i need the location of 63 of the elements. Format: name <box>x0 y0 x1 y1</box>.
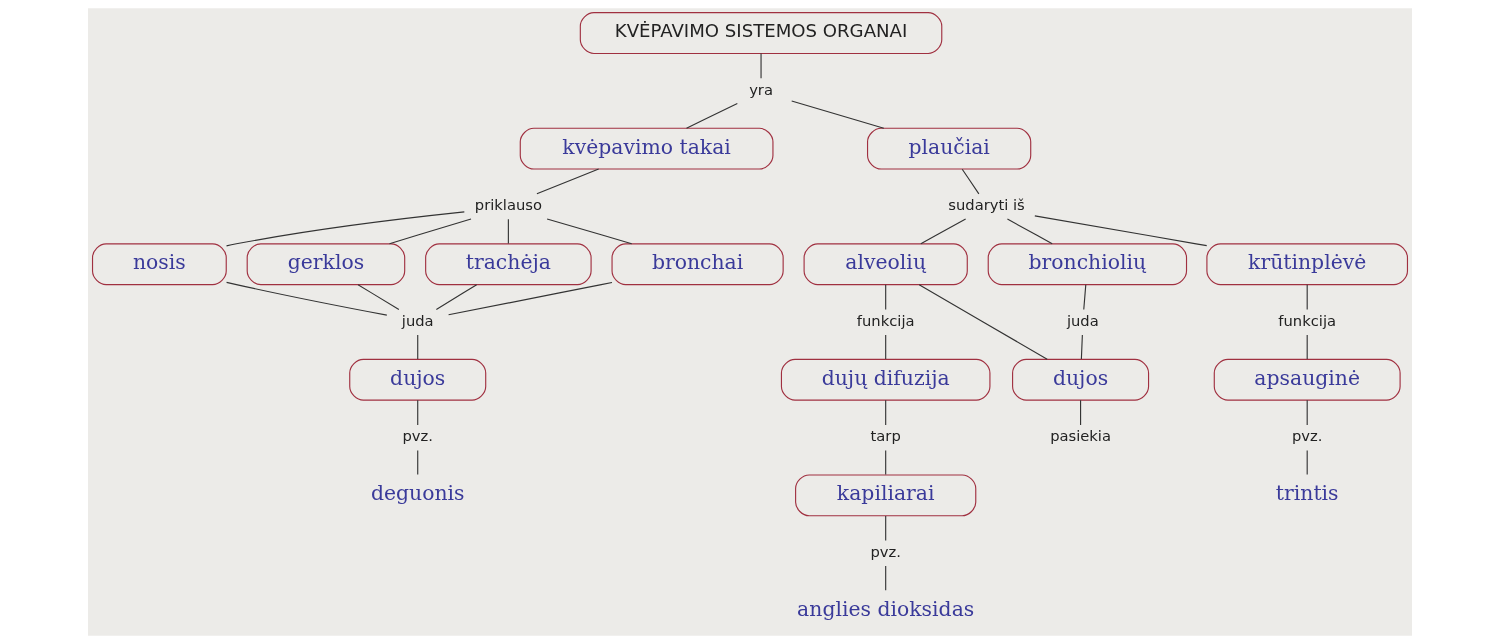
node-box: nosis <box>91 243 227 286</box>
node-text: sudaryti iš <box>948 196 1025 214</box>
connector <box>546 218 633 245</box>
node-text: funkcija <box>1278 311 1337 329</box>
node-text: trintis <box>1275 481 1339 506</box>
node-box: kapiliarai <box>795 474 977 517</box>
node-box: gerklos <box>246 243 406 286</box>
node-text: pvz. <box>870 543 901 560</box>
node-text: yra <box>749 80 773 98</box>
node-text: priklauso <box>474 196 542 214</box>
node-text: funkcija <box>856 311 915 329</box>
node-box: dujos <box>349 358 487 401</box>
node-box: KVĖPAVIMO SISTEMOS ORGANAI <box>579 12 943 55</box>
connector <box>435 284 478 311</box>
node-box: dujos <box>1012 358 1150 401</box>
connector <box>536 168 600 195</box>
node-text: pvz. <box>1291 427 1323 445</box>
connector <box>1306 399 1308 426</box>
connector <box>507 218 509 245</box>
connector <box>885 399 887 426</box>
node-text: juda <box>1066 311 1099 329</box>
node-text: tarp <box>870 427 901 445</box>
node-box: bronchiolių <box>987 243 1188 286</box>
connector <box>225 211 465 247</box>
connector <box>417 449 419 476</box>
connector <box>388 218 472 245</box>
connector <box>920 218 967 245</box>
connector <box>885 565 887 591</box>
connector <box>1306 284 1308 311</box>
connector <box>1080 399 1082 426</box>
connector <box>448 281 613 316</box>
node-box: dujų difuzija <box>780 358 991 401</box>
node-text: pvz. <box>402 427 433 445</box>
connector <box>885 515 887 542</box>
connector <box>918 284 1048 360</box>
connector <box>1083 284 1087 311</box>
connector <box>1006 218 1053 245</box>
node-text: deguonis <box>370 481 465 506</box>
node-box: plaučiai <box>867 127 1032 170</box>
connector <box>885 449 887 476</box>
node-box: bronchai <box>611 243 784 286</box>
connector <box>1080 334 1083 360</box>
connector <box>1306 449 1308 476</box>
connector <box>885 284 887 311</box>
node-text: pasiekia <box>1050 427 1111 445</box>
node-box: kvėpavimo takai <box>519 127 774 170</box>
connector <box>357 284 400 311</box>
connector <box>885 334 887 360</box>
node-box: apsauginė <box>1213 358 1401 401</box>
connector <box>961 168 980 195</box>
node-box: krūtinplėvė <box>1206 243 1409 286</box>
connector <box>1034 215 1208 247</box>
node-text: anglies dioksidas <box>797 596 975 621</box>
connector <box>417 399 419 426</box>
connector <box>417 334 419 360</box>
connector <box>685 102 738 129</box>
connector <box>226 281 388 316</box>
connector <box>791 100 885 129</box>
connector <box>1306 334 1308 360</box>
node-text: juda <box>401 311 434 329</box>
node-box: alveolių <box>803 243 968 286</box>
node-box: trachėja <box>425 243 592 286</box>
connector <box>760 53 762 79</box>
